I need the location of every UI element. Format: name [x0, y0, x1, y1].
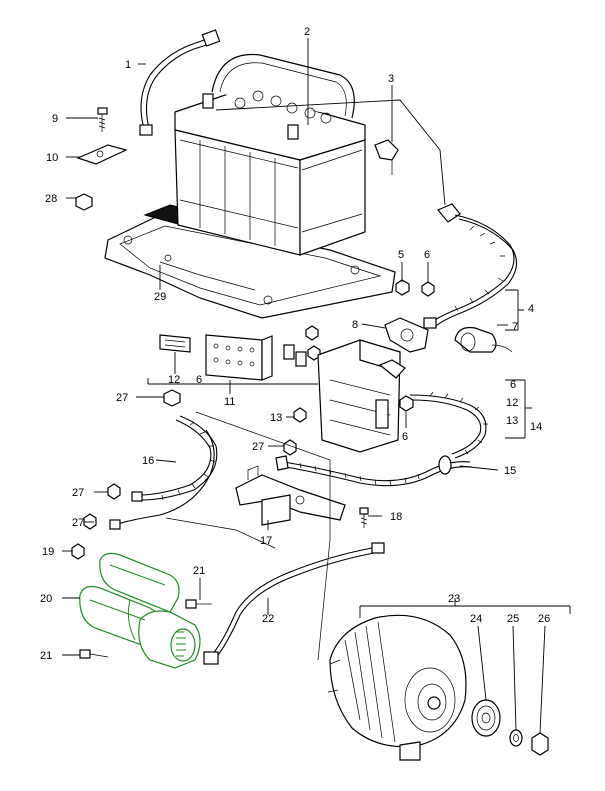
starter-motor[interactable] — [79, 552, 201, 669]
callout-12-a: 12 — [168, 374, 180, 386]
bolt-21-upper[interactable] — [185, 599, 212, 609]
grommet[interactable] — [384, 317, 429, 353]
alternator-cable[interactable] — [409, 391, 488, 459]
callout-18: 18 — [390, 511, 402, 523]
callout-27-d: 27 — [72, 517, 84, 529]
nut-27-b[interactable] — [107, 483, 121, 500]
terminal-nut-small[interactable] — [421, 281, 435, 297]
callout-11: 11 — [224, 396, 235, 408]
fuse-cover[interactable] — [159, 334, 191, 353]
callout-6-d: 6 — [402, 431, 408, 443]
callout-27-c: 27 — [72, 487, 84, 499]
pulley[interactable] — [471, 699, 501, 737]
nut-27-c[interactable] — [83, 513, 97, 530]
nut-19[interactable] — [71, 543, 85, 560]
hold-down-bracket[interactable] — [76, 144, 128, 165]
bolt[interactable] — [97, 107, 108, 132]
callout-5: 5 — [398, 249, 404, 261]
terminal-cover[interactable] — [454, 326, 513, 353]
nut[interactable] — [75, 193, 93, 211]
callout-19: 19 — [42, 546, 54, 558]
terminal-nut[interactable] — [395, 279, 410, 296]
callout-26: 26 — [538, 613, 550, 625]
callout-14: 14 — [530, 421, 542, 433]
callout-6-a: 6 — [424, 249, 430, 261]
ground-strap-cable[interactable] — [139, 29, 221, 136]
callout-23: 23 — [448, 593, 460, 605]
callout-21-a: 21 — [193, 565, 205, 577]
positive-battery-cable[interactable] — [423, 203, 518, 329]
callout-20: 20 — [40, 593, 52, 605]
small-connectors[interactable] — [283, 325, 321, 367]
starter-signal-cable[interactable] — [109, 389, 218, 530]
sensor-plug[interactable] — [374, 139, 399, 175]
callout-13-b: 13 — [506, 415, 518, 427]
callout-10: 10 — [46, 152, 58, 164]
bolt-18[interactable] — [359, 507, 369, 528]
ground-nut[interactable] — [399, 395, 414, 412]
callout-21-b: 21 — [40, 650, 52, 662]
washer[interactable] — [509, 729, 523, 747]
callout-1: 1 — [125, 59, 131, 71]
pulley-nut[interactable] — [531, 732, 549, 756]
callout-6-b: 6 — [196, 374, 202, 386]
callout-3: 3 — [388, 73, 394, 85]
callout-29: 29 — [154, 291, 166, 303]
starter-main-cable[interactable] — [275, 455, 473, 487]
nut-27-a[interactable] — [283, 439, 297, 456]
leader-lines — [62, 38, 571, 734]
callout-27-a: 27 — [116, 392, 128, 404]
callout-numbers: 1 2 3 4 5 6 7 8 9 10 28 29 12 6 11 6 12 … — [40, 26, 550, 662]
callout-9: 9 — [52, 113, 58, 125]
starter-to-alternator-cable[interactable] — [203, 542, 385, 665]
relay-bracket[interactable] — [235, 465, 346, 526]
callout-25: 25 — [507, 613, 519, 625]
callout-8: 8 — [352, 319, 358, 331]
callout-6-c: 6 — [510, 379, 516, 391]
callout-27-b: 27 — [252, 441, 264, 453]
control-unit[interactable] — [317, 339, 406, 453]
callout-2: 2 — [304, 26, 310, 38]
bolt-21-lower[interactable] — [79, 649, 109, 659]
callout-13-a: 13 — [270, 412, 282, 424]
callout-22: 22 — [262, 613, 274, 625]
callout-17: 17 — [260, 535, 272, 547]
callout-4: 4 — [528, 303, 534, 315]
battery[interactable] — [174, 53, 366, 256]
nut-13[interactable] — [293, 407, 307, 423]
callout-28: 28 — [45, 193, 57, 205]
fuse-box[interactable] — [205, 334, 273, 381]
callout-15: 15 — [504, 465, 516, 477]
callout-24: 24 — [470, 613, 482, 625]
callout-16: 16 — [142, 455, 154, 467]
callout-12-b: 12 — [506, 397, 518, 409]
callout-7: 7 — [512, 321, 518, 333]
alternator[interactable] — [327, 614, 467, 761]
